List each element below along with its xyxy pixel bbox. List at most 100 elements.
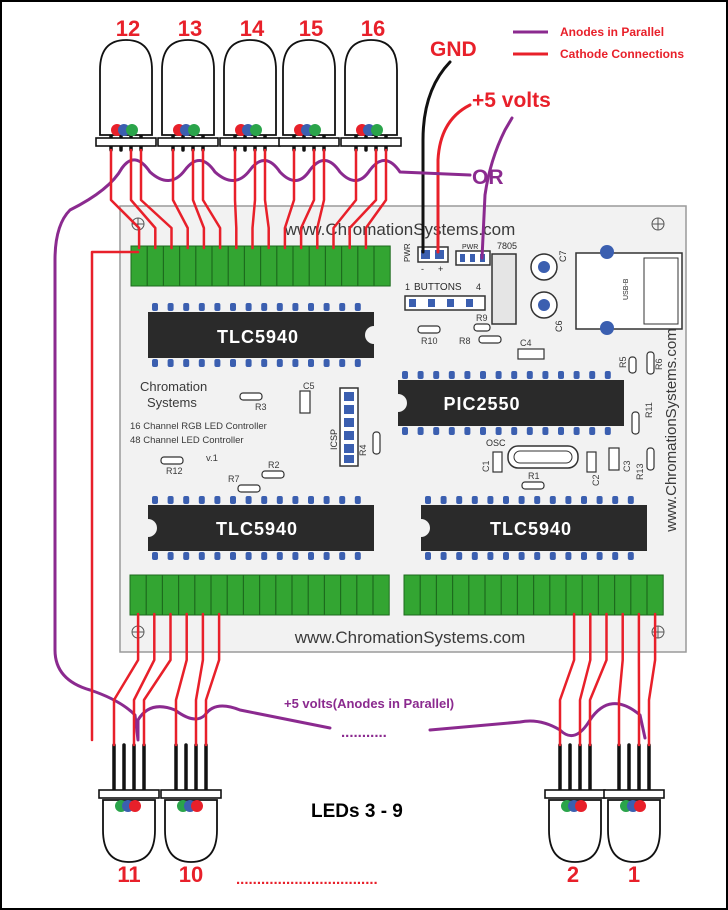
led-number: 13 (178, 16, 202, 41)
r9-label: R9 (476, 313, 488, 323)
r11-label: R11 (644, 402, 654, 418)
cathode-wire (194, 612, 205, 747)
led-number: 15 (299, 16, 323, 41)
cathode-wire (316, 148, 326, 250)
left-cathode-wire (90, 250, 140, 742)
r6-label: R6 (654, 358, 664, 370)
icsp-label: ICSP (329, 429, 339, 450)
r10-label: R10 (421, 336, 438, 346)
plus5-label: +5 volts (472, 89, 551, 112)
legend-anode-label: Anodes in Parallel (560, 25, 664, 39)
btn4-label: 4 (476, 282, 481, 292)
pwr-plus: + (438, 264, 443, 274)
usb-label: USB-B (623, 278, 630, 300)
chip-tlc5940-top-label: TLC5940 (217, 327, 299, 347)
c7-label: C7 (558, 250, 568, 262)
capacitor-c2 (586, 451, 597, 473)
r3-label: R3 (255, 402, 267, 412)
led-number: 10 (179, 862, 203, 887)
capacitor-c4 (517, 348, 545, 360)
legend-cathode-label: Cathode Connections (560, 47, 684, 61)
leds (95, 39, 665, 863)
cathode-wire (109, 148, 141, 250)
led-top-14 (219, 39, 281, 147)
pwr2-label: PWR (462, 244, 478, 251)
website-bottom: www.ChromationSystems.com (294, 628, 526, 647)
r5-label: R5 (618, 356, 628, 368)
anode-alt-wire (480, 116, 514, 260)
cathode-wire (171, 148, 189, 250)
cathode-wire (617, 612, 624, 747)
plus5-wire (436, 103, 472, 254)
cathode-wire (251, 148, 257, 250)
r8-label: R8 (459, 336, 471, 346)
led-number: 2 (567, 862, 579, 887)
cathode-wire (588, 612, 608, 747)
desc-line2: 48 Channel LED Controller (130, 435, 244, 446)
r1-label: R1 (528, 471, 540, 481)
cathode-wire (364, 148, 388, 250)
r12-label: R12 (166, 466, 183, 476)
regulator-label: 7805 (497, 241, 517, 251)
led-number: 16 (361, 16, 385, 41)
buttons-header (404, 295, 486, 311)
c6-label: C6 (554, 320, 564, 332)
chip-pic2550-label: PIC2550 (443, 394, 520, 414)
website-side: www.ChromationSystems.com (663, 328, 680, 532)
led-bottom-1 (603, 789, 665, 863)
leds-middle-label: LEDs 3 - 9 (311, 801, 403, 822)
cathode-wire (139, 148, 173, 250)
cathode-wire (174, 612, 188, 747)
terminal-block-bottom-right (403, 574, 664, 616)
bottom-dots: .................................. (236, 871, 378, 888)
led-top-15 (278, 39, 340, 147)
led-top-12 (95, 39, 157, 147)
capacitor-c3 (608, 447, 620, 471)
c4-label: C4 (520, 338, 532, 348)
cathode-wire (233, 148, 238, 250)
c1-label: C1 (481, 460, 491, 472)
regulator-7805 (491, 253, 517, 325)
buttons-label: BUTTONS (414, 282, 462, 293)
led-top-16 (340, 39, 402, 147)
capacitor-c1 (492, 451, 503, 473)
cathode-wire (142, 612, 172, 747)
c2-label: C2 (591, 474, 601, 486)
cathode-wire (283, 148, 296, 250)
chip-tlc5940-bottom-left-label: TLC5940 (216, 519, 298, 539)
r4-label: R4 (358, 444, 368, 456)
cathode-wire (332, 148, 358, 250)
led-number: 11 (117, 862, 140, 887)
c3-label: C3 (622, 460, 632, 472)
led-bottom-10 (160, 789, 222, 863)
chip-pic2550 (398, 380, 624, 426)
led-bottom-11 (98, 789, 160, 863)
led-number: 1 (628, 862, 640, 887)
version: v.1 (206, 453, 218, 464)
chip-pins (152, 303, 634, 560)
pwr-minus: - (421, 264, 424, 274)
r7-label: R7 (228, 474, 240, 484)
osc-label: OSC (486, 438, 506, 448)
brand-line1: Chromation (140, 379, 207, 394)
led-bottom-2 (544, 789, 606, 863)
chip-tlc5940-bottom-right (421, 505, 647, 551)
website-top: www.ChromationSystems.com (284, 220, 516, 239)
cathode-wire (647, 612, 657, 747)
led-number: 14 (240, 16, 265, 41)
chip-tlc5940-bottom-right-label: TLC5940 (490, 519, 572, 539)
left-anode-wire (53, 166, 140, 742)
cathode-wire (112, 612, 140, 747)
c5-label: C5 (303, 381, 315, 391)
top-anode-bus (120, 158, 472, 182)
capacitor-c5 (299, 390, 311, 414)
cathode-wire (201, 148, 222, 250)
wire-dots: ........... (341, 724, 387, 741)
cathode-wire (348, 148, 378, 250)
cathode-wire (132, 612, 156, 747)
oscillator (507, 445, 579, 469)
btn1-label: 1 (405, 282, 410, 292)
led-top-13 (157, 39, 219, 147)
brand-line2: Systems (147, 395, 197, 410)
